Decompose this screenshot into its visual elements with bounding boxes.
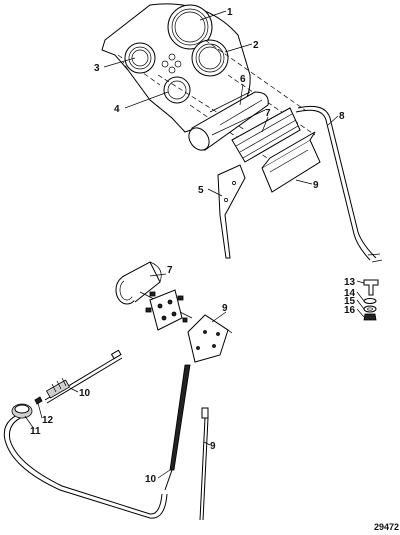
callout-7-upper: 7 bbox=[265, 108, 271, 119]
lower-assembly bbox=[3, 261, 233, 521]
callout-4: 4 bbox=[114, 104, 120, 115]
callout-10-lower: 10 bbox=[145, 474, 157, 485]
actuator-housing bbox=[187, 314, 233, 363]
hardware-set bbox=[363, 279, 379, 321]
mount-plate bbox=[149, 289, 183, 331]
callout-5: 5 bbox=[198, 185, 204, 196]
callout-15: 15 bbox=[344, 296, 356, 307]
callout-13: 13 bbox=[344, 277, 356, 288]
callout-9-upper: 9 bbox=[313, 180, 319, 191]
gauge-body bbox=[188, 91, 269, 151]
control-cable-lower bbox=[3, 409, 168, 519]
callout-9-middle: 9 bbox=[222, 303, 228, 314]
control-knob bbox=[11, 403, 33, 419]
callout-2: 2 bbox=[253, 40, 259, 51]
callout-7-lower: 7 bbox=[167, 265, 173, 276]
callout-9-lower: 9 bbox=[210, 441, 216, 452]
callout-3: 3 bbox=[94, 63, 100, 74]
gauge-cup bbox=[115, 261, 162, 305]
callout-1: 1 bbox=[227, 7, 233, 18]
gauge-1 bbox=[167, 4, 213, 50]
support-bracket bbox=[217, 164, 246, 259]
callout-6: 6 bbox=[240, 74, 246, 85]
control-cable-upper bbox=[297, 105, 377, 259]
callout-11: 11 bbox=[30, 426, 41, 437]
callout-14: 14 bbox=[344, 288, 356, 299]
gauge-2 bbox=[191, 39, 229, 77]
threaded-cable-end bbox=[164, 364, 191, 491]
gauge-4 bbox=[163, 76, 191, 104]
callout-12: 12 bbox=[42, 415, 54, 426]
dash-panel-assembly bbox=[101, 3, 383, 263]
mounting-bracket bbox=[231, 107, 301, 163]
sender-rod bbox=[199, 407, 209, 521]
callout-10-upper: 10 bbox=[79, 388, 91, 399]
callout-8: 8 bbox=[339, 111, 345, 122]
callout-labels: 1 2 3 4 5 6 7 8 9 13 14 15 16 7 9 10 12 … bbox=[30, 7, 399, 532]
reference-number: 29472 bbox=[374, 522, 399, 532]
push-pull-cable bbox=[44, 349, 123, 404]
gauge-3 bbox=[124, 42, 156, 74]
dash-panel bbox=[101, 3, 251, 133]
callout-16: 16 bbox=[344, 305, 356, 316]
sender-box bbox=[261, 131, 321, 193]
leader-lines bbox=[24, 10, 365, 479]
